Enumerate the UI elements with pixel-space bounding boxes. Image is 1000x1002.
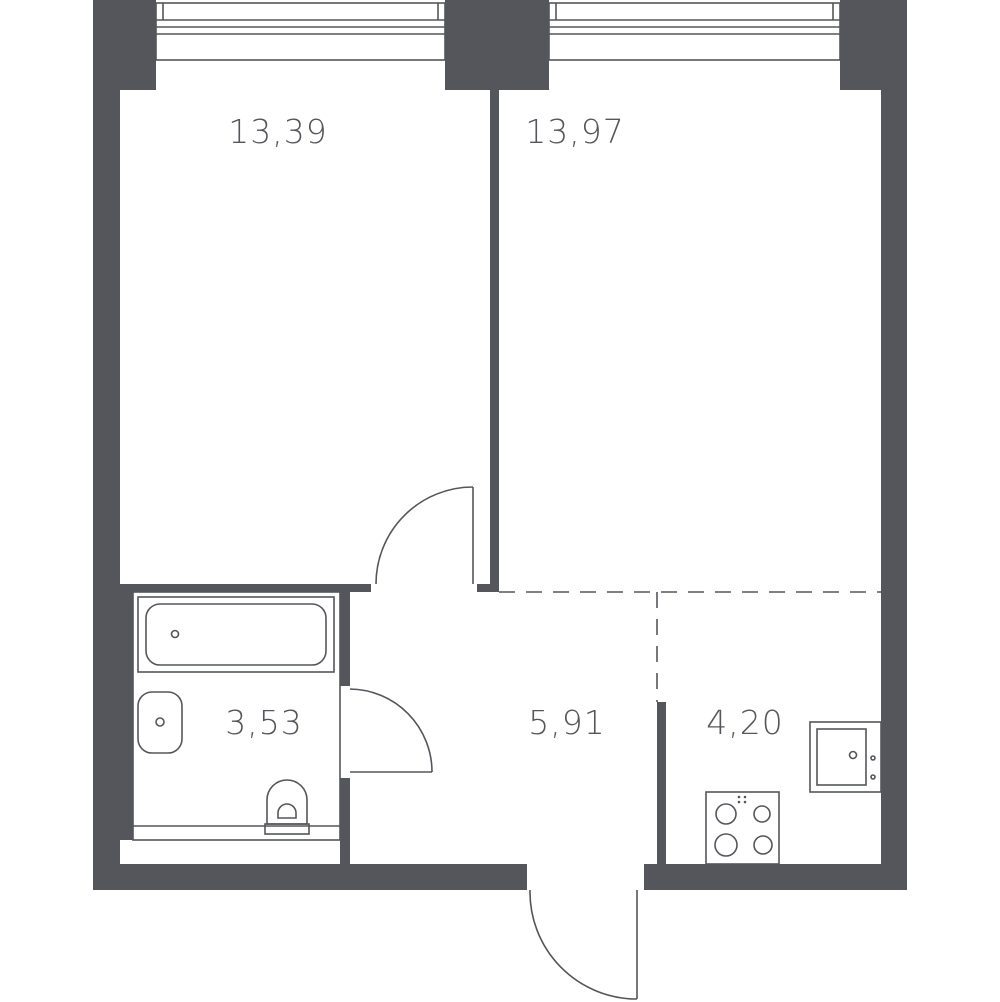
room-1-area: 13,39	[228, 112, 327, 151]
bathtub-drain	[170, 629, 180, 639]
door-bathroom-swing	[349, 688, 433, 773]
stove-knob-4	[743, 800, 747, 804]
windows	[155, 2, 841, 61]
wall-room2-stub	[477, 584, 499, 592]
bathroom-floor-outline	[132, 591, 341, 841]
stove-knob-2	[743, 795, 747, 799]
kitchen-sink-inner	[816, 728, 867, 786]
stove-burner-4	[753, 835, 773, 855]
kitchen-sink-tap-1	[870, 755, 876, 761]
window-frame-right	[548, 2, 841, 61]
area-labels: 13,39 13,97 3,53 5,91 4,20	[225, 112, 783, 742]
door-entrance-swing	[529, 889, 638, 1000]
kitchen-sink-icon	[809, 721, 882, 793]
bathtub-outer	[137, 596, 335, 673]
doors	[349, 486, 638, 1000]
bathtub-icon	[137, 596, 335, 673]
wall-kitchen-left	[657, 702, 666, 864]
toilet-icon	[264, 779, 310, 835]
wall-top-left-pier	[93, 0, 156, 90]
interior-walls	[120, 88, 666, 864]
wall-bath-divider-top	[340, 592, 350, 686]
stove-burner-2	[753, 805, 771, 823]
wall-bath-left-inner	[120, 592, 133, 840]
bathroom-fixtures	[132, 591, 341, 841]
window-frame-left	[155, 2, 446, 61]
window-right	[548, 2, 841, 61]
wall-bath-divider-bottom	[340, 778, 350, 864]
door-room1-swing	[375, 486, 474, 585]
wall-bottom-right	[644, 864, 907, 890]
wall-room1-bottom	[120, 584, 371, 592]
wall-between-rooms	[490, 88, 499, 592]
stove-knob-1	[737, 795, 741, 799]
kitchen-area: 4,20	[706, 703, 783, 742]
stove-burner-3	[714, 833, 738, 857]
stove-burner-1	[715, 803, 737, 825]
window-left	[155, 2, 446, 61]
stove-icon	[705, 791, 780, 865]
door-entrance	[529, 889, 638, 1000]
wall-bottom-left	[93, 864, 527, 890]
sink-basin	[137, 691, 183, 754]
exterior-walls	[93, 0, 907, 890]
room-2-area: 13,97	[525, 112, 624, 151]
kitchen-sink-outer	[809, 721, 882, 793]
toilet-seat	[277, 803, 297, 819]
bathroom-area: 3,53	[225, 703, 302, 742]
kitchen-sink-drain	[848, 750, 858, 760]
door-bathroom	[349, 688, 433, 773]
wall-left	[93, 0, 120, 890]
toilet-bowl	[266, 779, 308, 825]
zone-dividers	[499, 591, 881, 702]
door-room1	[375, 486, 474, 585]
sink-icon	[137, 691, 183, 754]
kitchen-fixtures	[705, 721, 882, 865]
sink-drain	[155, 717, 165, 727]
kitchen-sink-tap-2	[870, 774, 876, 780]
stove-body	[705, 791, 780, 865]
wall-right	[881, 0, 907, 890]
bathtub-inner	[145, 603, 327, 666]
hallway-area: 5,91	[528, 703, 605, 742]
wall-top-center-pier	[445, 0, 549, 90]
stove-knob-3	[737, 800, 741, 804]
